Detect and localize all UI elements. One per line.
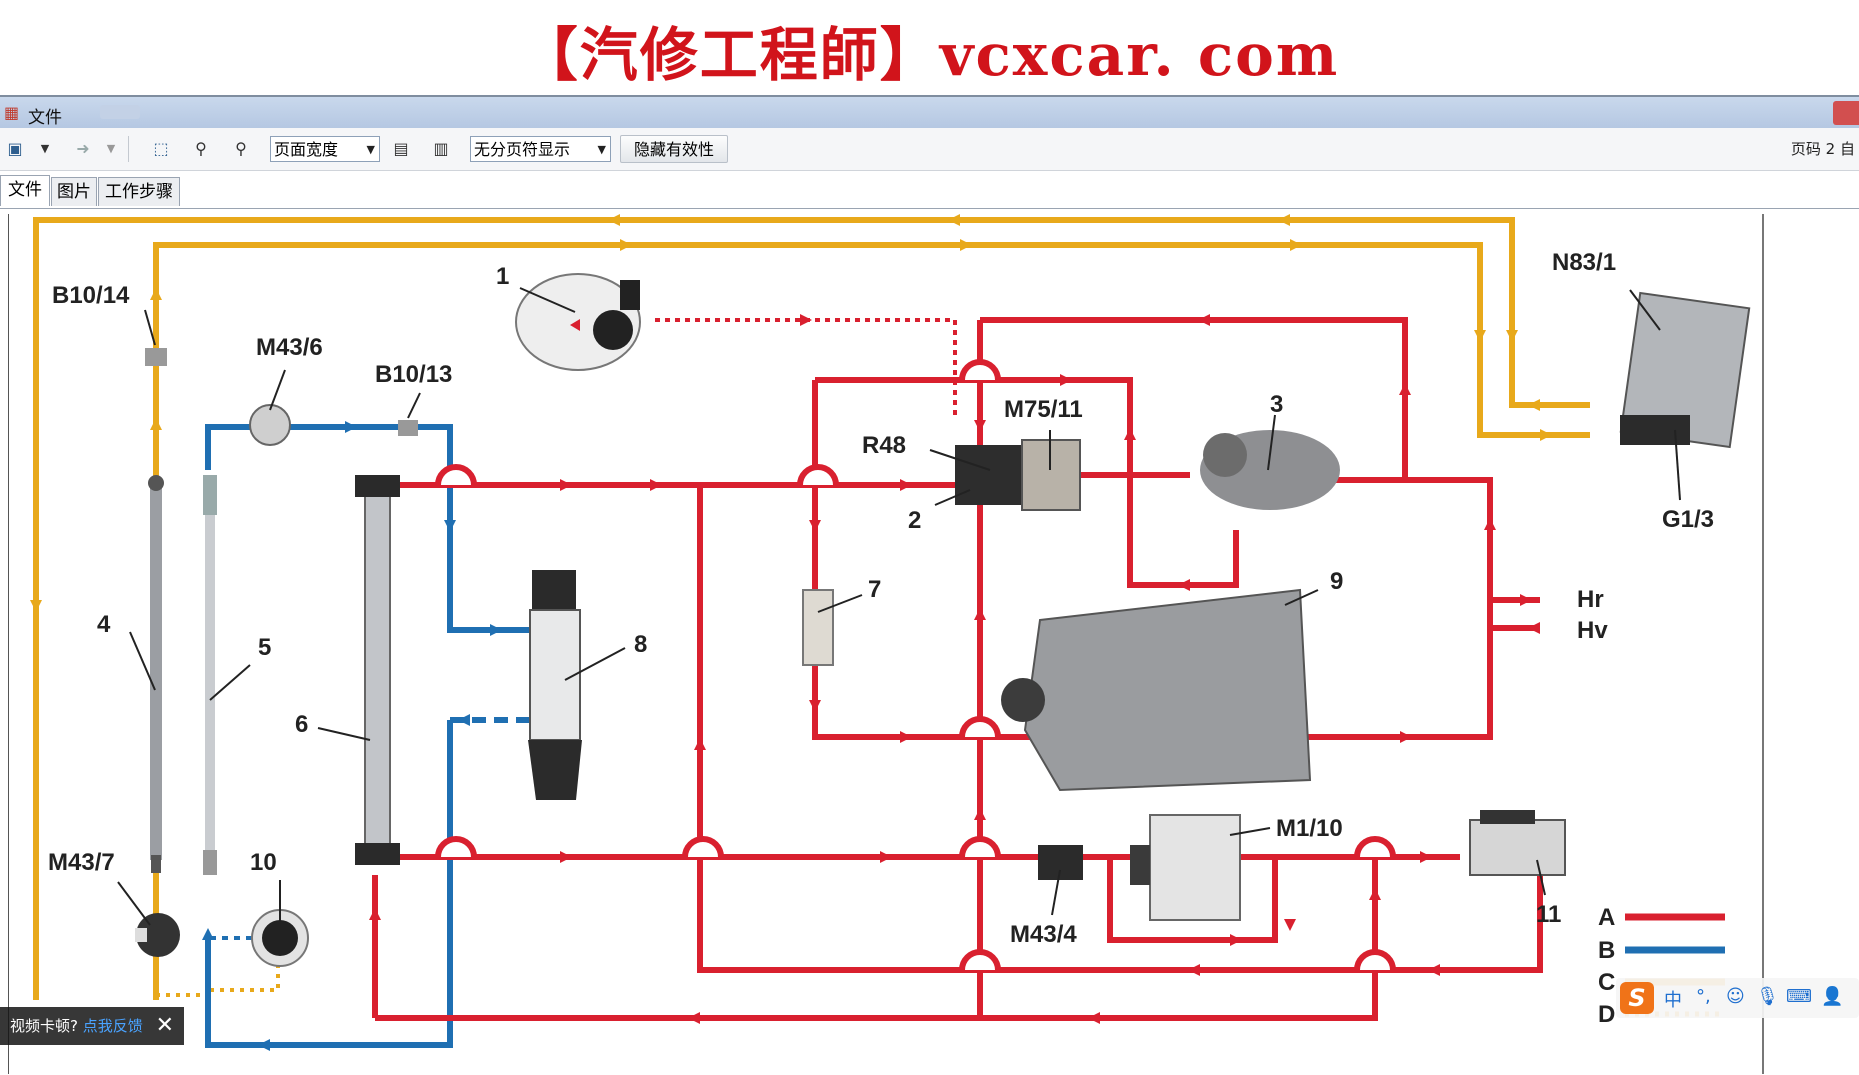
- label-hv: Hv: [1577, 617, 1608, 644]
- component-labels: B10/14 M43/6 B10/13 N83/1 1 R48 M75/11 3…: [48, 249, 1714, 948]
- emoji-icon[interactable]: ☺: [1726, 986, 1745, 1007]
- punctuation-icon[interactable]: °,: [1696, 986, 1711, 1007]
- filter-8: [528, 570, 582, 800]
- legend-c-label: C: [1598, 969, 1615, 996]
- banner-divider: [690, 86, 1200, 91]
- circuit-a-crossing-bumps: [435, 359, 1396, 971]
- zoom-select[interactable]: 页面宽度 ▼: [270, 136, 380, 162]
- turbo-3: [1200, 430, 1340, 510]
- engine-9: [1001, 588, 1312, 792]
- label-b10-13: B10/13: [375, 361, 452, 388]
- sensor-b10-13: [398, 420, 418, 436]
- zoom-in-icon[interactable]: ⚲: [235, 139, 247, 158]
- legend-b-label: B: [1598, 937, 1615, 964]
- label-1: 1: [496, 263, 509, 290]
- control-unit-n83-1: [1619, 291, 1751, 449]
- close-icon[interactable]: ✕: [155, 1013, 174, 1038]
- cooler-11: [1469, 810, 1566, 876]
- valve-r48: [955, 445, 1023, 505]
- legend-a-label: A: [1598, 904, 1615, 931]
- label-b10-14: B10/14: [52, 282, 130, 309]
- coolant-reservoir-1: [515, 273, 641, 371]
- viewer-border: [1762, 214, 1764, 1074]
- label-7: 7: [868, 576, 881, 603]
- label-n83-1: N83/1: [1552, 249, 1616, 276]
- vent-arrow: [800, 314, 812, 326]
- label-6: 6: [295, 711, 308, 738]
- page-display-value: 无分页符显示: [474, 140, 571, 159]
- keyboard-icon[interactable]: ⌨: [1786, 986, 1812, 1007]
- coolant-circuit-diagram: B10/14 M43/6 B10/13 N83/1 1 R48 M75/11 3…: [30, 214, 1751, 1051]
- app-icon: ▦: [4, 103, 20, 122]
- label-5: 5: [258, 634, 271, 661]
- label-2: 2: [908, 507, 921, 534]
- page-display-select[interactable]: 无分页符显示 ▼: [470, 136, 611, 162]
- chevron-down-icon[interactable]: ▼: [106, 142, 116, 155]
- leader-lines: [117, 287, 1681, 926]
- sogou-logo-icon[interactable]: S: [1620, 982, 1654, 1014]
- label-r48: R48: [862, 432, 906, 459]
- tab-bar: 文件 图片 工作步骤: [0, 172, 1859, 209]
- pump-m43-6: [249, 404, 291, 446]
- multi-page-icon[interactable]: ▥: [433, 139, 449, 158]
- save-icon[interactable]: ▣: [7, 139, 23, 158]
- label-9: 9: [1330, 568, 1343, 595]
- document-viewer: [0, 210, 1859, 1075]
- single-page-icon[interactable]: ▤: [393, 139, 409, 158]
- tab-file[interactable]: 文件: [0, 175, 50, 206]
- thermostat-7: [802, 589, 834, 666]
- chevron-down-icon[interactable]: ▼: [40, 142, 50, 155]
- tab-work-steps[interactable]: 工作步骤: [98, 177, 180, 206]
- menu-file[interactable]: 文件: [28, 108, 62, 128]
- label-3: 3: [1270, 391, 1283, 418]
- label-10: 10: [250, 849, 277, 876]
- hide-validity-button[interactable]: 隐藏有效性: [620, 135, 728, 163]
- menu-blurred-item[interactable]: [100, 105, 140, 119]
- tab-images[interactable]: 图片: [51, 177, 97, 206]
- window-titlebar: ▦ 文件: [0, 95, 1859, 130]
- label-hr: Hr: [1577, 586, 1604, 613]
- select-area-icon[interactable]: ⬚: [153, 139, 169, 158]
- watermark-text: 【汽修工程師】vcxcar. com: [519, 21, 1340, 89]
- toolbar: ▣ ▼ ➜ ▼ ⬚ ⚲ ⚲ 页面宽度 ▼ ▤ ▥ 无分页符显示 ▼ 隐藏有效性 …: [0, 128, 1859, 171]
- ime-mode-toggle[interactable]: 中: [1664, 990, 1682, 1011]
- circuit-b-arrows: [202, 421, 502, 1051]
- zoom-select-value: 页面宽度: [274, 140, 339, 159]
- microphone-icon[interactable]: 🎙: [1756, 986, 1779, 1007]
- forward-arrow-icon[interactable]: ➜: [76, 139, 90, 158]
- feedback-text: 视频卡顿?: [10, 1017, 78, 1035]
- sensor-b10-14: [145, 348, 167, 366]
- circuit-a-lines: [372, 317, 1543, 1021]
- viewer-border: [8, 214, 9, 1074]
- vent-line: [655, 318, 957, 420]
- coolant-pipe-5: [203, 475, 217, 875]
- label-8: 8: [634, 631, 647, 658]
- legend-d-label: D: [1598, 1001, 1615, 1028]
- page-number-label: 页码 2 自: [1790, 140, 1855, 158]
- label-4: 4: [97, 611, 111, 638]
- video-feedback-toast: 视频卡顿? 点我反馈 ✕: [0, 1007, 184, 1045]
- zoom-out-icon[interactable]: ⚲: [195, 139, 207, 158]
- feedback-link[interactable]: 点我反馈: [82, 1017, 143, 1035]
- chevron-down-icon: ▼: [597, 143, 606, 156]
- label-g1-3: G1/3: [1662, 506, 1714, 533]
- label-m1-10: M1/10: [1276, 815, 1343, 842]
- label-m75-11: M75/11: [1004, 396, 1083, 423]
- watermark-banner: 【汽修工程師】vcxcar. com: [0, 0, 1859, 93]
- label-m43-6: M43/6: [256, 334, 323, 361]
- toolbar-separator: [128, 136, 129, 162]
- label-m43-4: M43/4: [1010, 921, 1077, 948]
- charger-m1-10: [1130, 814, 1241, 921]
- user-icon[interactable]: 👤: [1821, 986, 1844, 1007]
- close-button[interactable]: [1833, 101, 1859, 125]
- circuit-c-arrows: [30, 214, 1552, 612]
- pump-m43-4: [1038, 845, 1083, 880]
- chevron-down-icon: ▼: [366, 143, 375, 156]
- coolant-pipe-4: [148, 475, 164, 873]
- ime-toolbar: S 中 °, ☺ 🎙 ⌨ 👤: [1616, 978, 1859, 1018]
- label-11: 11: [1536, 901, 1561, 928]
- label-m43-7: M43/7: [48, 849, 115, 876]
- pump-m43-7: [135, 913, 180, 957]
- radiator-6: [355, 475, 400, 865]
